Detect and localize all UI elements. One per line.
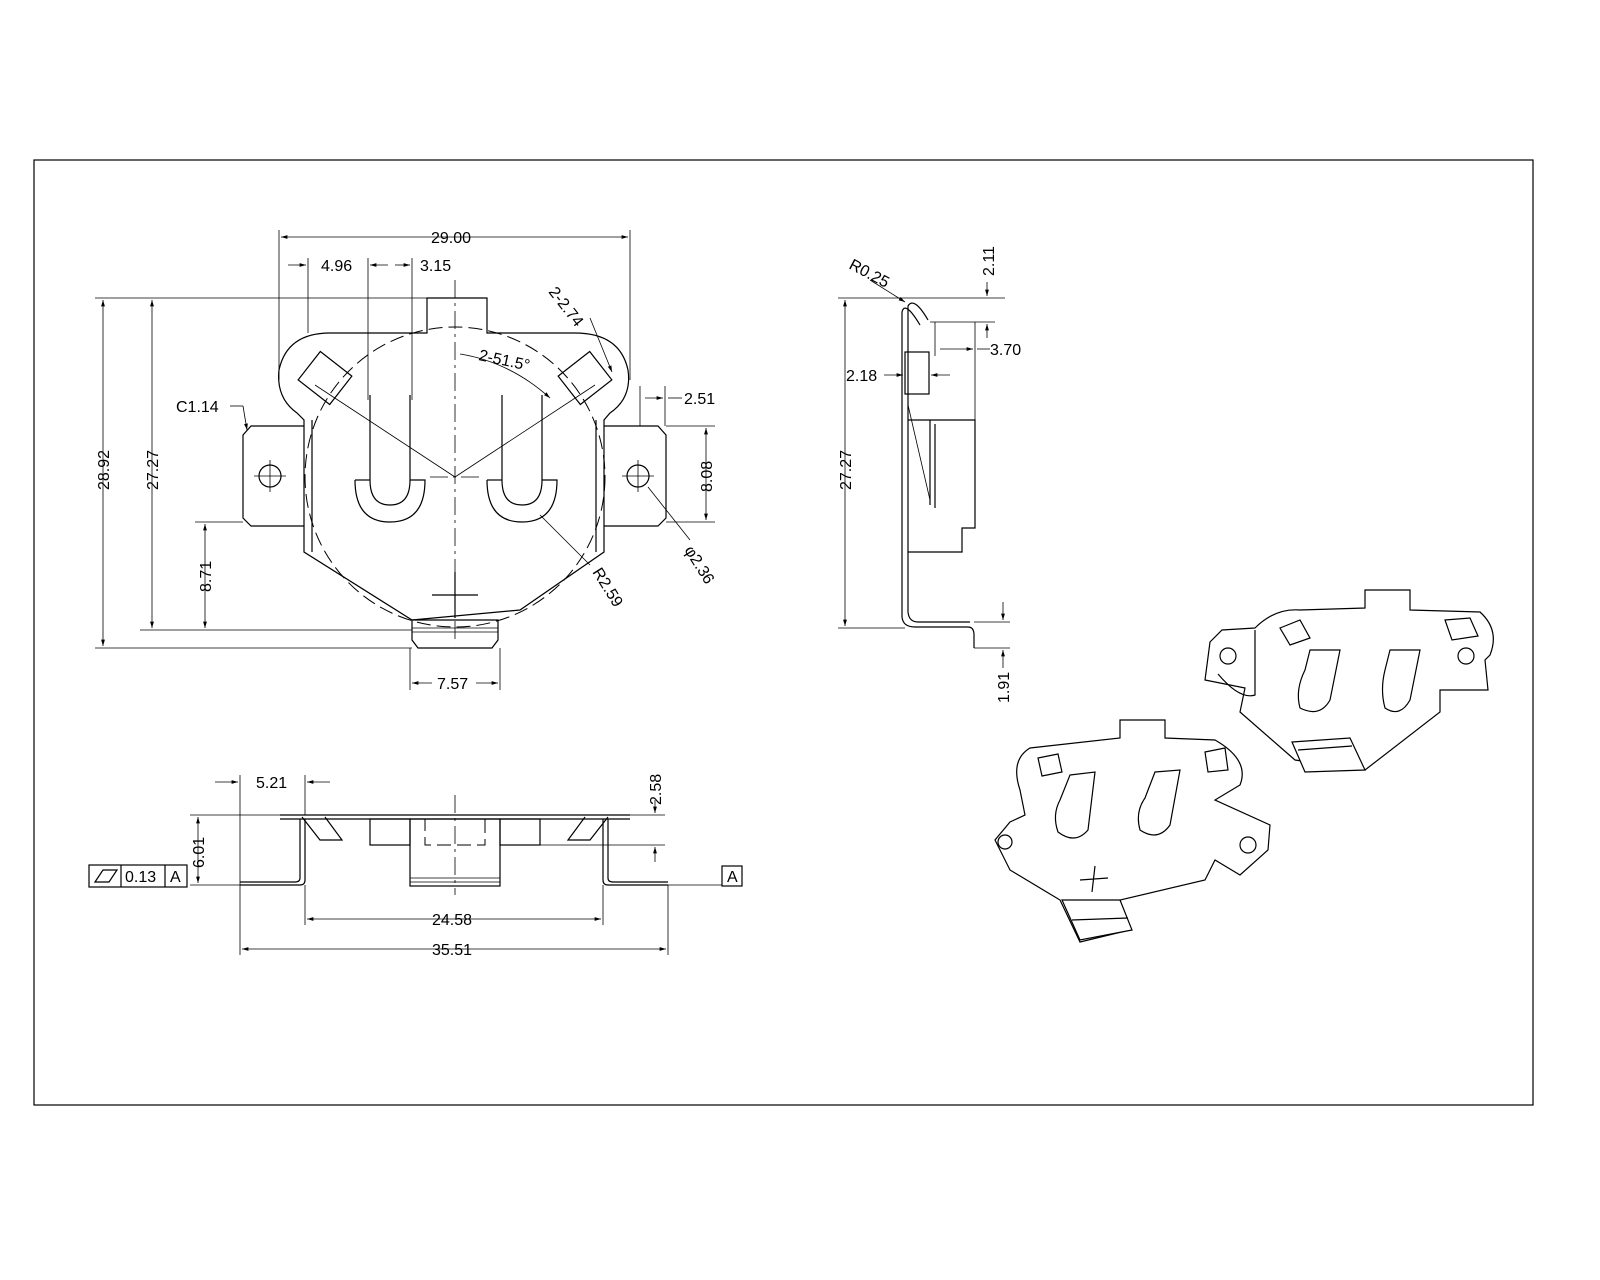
front-view: 5.21 2.58 6.01 24.58 35.51 0.13 A A [88, 774, 743, 959]
dim-body-height: 27.27 [145, 450, 162, 490]
dim-slot-angle: 2-51.5° [477, 347, 531, 374]
dim-front-clearance: 2.58 [648, 774, 665, 805]
datum-label: A [727, 869, 738, 886]
tolerance-value: 0.13 [125, 869, 156, 886]
dim-front-inner-width: 24.58 [432, 912, 472, 929]
dim-slot-radius: R2.59 [589, 565, 626, 610]
drawing-border [33, 159, 1534, 1106]
dim-side-bend-radius: R0.25 [846, 257, 892, 292]
dim-slot-offset: 4.96 [321, 258, 352, 275]
dim-bottom-tab-width: 7.57 [437, 676, 468, 693]
dim-side-foot: 1.91 [996, 672, 1013, 703]
flatness-tolerance-frame: 0.13 A [88, 864, 188, 888]
dim-side-top: 2.11 [981, 246, 998, 276]
top-view: 29.00 4.96 3.15 2-2.74 2-51.5° 2.51 C1.1… [95, 230, 717, 693]
tolerance-datum: A [170, 869, 181, 886]
isometric-view-bottom [994, 719, 1271, 943]
isometric-view-top [1204, 589, 1494, 773]
dim-side-height: 27.27 [838, 450, 855, 490]
dim-top-width: 29.00 [431, 230, 471, 247]
dim-hole-diameter: φ2.36 [681, 543, 717, 587]
dim-hole-offset: 8.71 [198, 561, 215, 592]
flatness-icon [93, 869, 119, 883]
datum-box: A [721, 865, 743, 887]
side-view: R0.25 2.11 3.70 2.18 27.27 1.91 [838, 246, 1021, 703]
dim-slot-count-width: 2-2.74 [545, 284, 586, 330]
dim-front-total-width: 35.51 [432, 942, 472, 959]
dim-tab-width: 2.51 [684, 391, 715, 408]
dim-tab-height: 8.08 [699, 461, 716, 492]
dim-front-tab: 5.21 [256, 775, 287, 792]
dim-corner-chamfer: C1.14 [176, 399, 219, 416]
dim-total-height: 28.92 [96, 450, 113, 490]
dim-side-thickness: 2.18 [846, 368, 877, 385]
dim-side-spring: 3.70 [990, 342, 1021, 359]
technical-drawing: 29.00 4.96 3.15 2-2.74 2-51.5° 2.51 C1.1… [33, 159, 1534, 1106]
dim-slot-width: 3.15 [420, 258, 451, 275]
dim-front-height: 6.01 [191, 837, 208, 868]
